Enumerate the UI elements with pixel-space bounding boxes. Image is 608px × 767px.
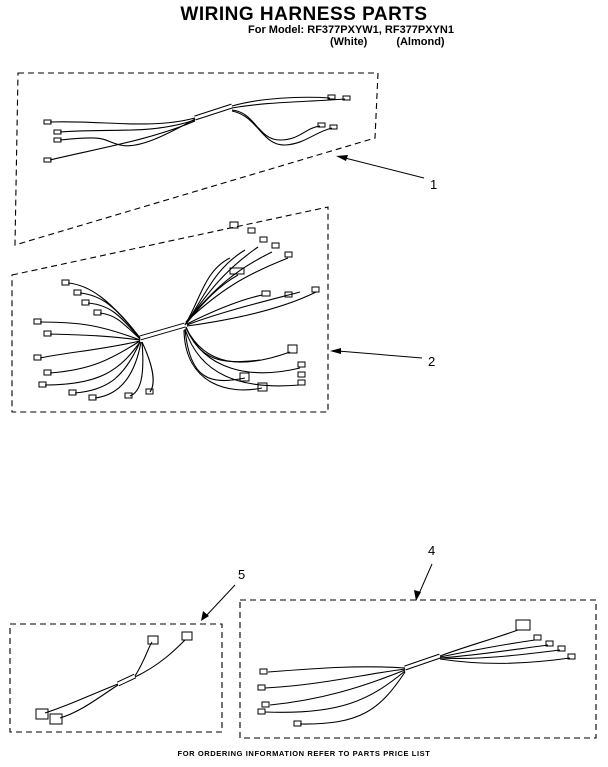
part-2-dashed-frame xyxy=(11,206,329,413)
variant-white: (White) xyxy=(330,36,368,48)
callout-5: 5 xyxy=(238,567,246,582)
variant-almond: (Almond) xyxy=(396,36,445,48)
part-1-harness[interactable] xyxy=(14,72,379,246)
callout-1: 1 xyxy=(430,177,438,192)
callout-leaders xyxy=(205,157,433,617)
page-title: WIRING HARNESS PARTS xyxy=(180,4,428,25)
part-5-dashed-frame xyxy=(9,623,223,733)
arrowhead-1 xyxy=(336,155,348,161)
part-1-dashed-frame xyxy=(14,72,379,246)
part-5-harness[interactable] xyxy=(9,623,223,733)
color-variants: (White) (Almond) xyxy=(330,36,445,48)
leader-line-1 xyxy=(344,157,425,179)
arrowhead-4 xyxy=(414,590,421,601)
leader-line-4 xyxy=(417,563,433,597)
part-4-dashed-frame xyxy=(239,599,597,739)
callout-4: 4 xyxy=(428,543,436,558)
callout-arrowheads xyxy=(201,155,421,621)
part-4-harness[interactable] xyxy=(239,599,597,739)
ordering-note: FOR ORDERING INFORMATION REFER TO PARTS … xyxy=(177,749,431,758)
arrowhead-5 xyxy=(201,611,209,621)
part-2-harness[interactable] xyxy=(11,206,329,413)
leader-line-2 xyxy=(337,350,423,359)
arrowhead-2 xyxy=(330,348,341,354)
leader-line-5 xyxy=(205,584,236,617)
callout-2: 2 xyxy=(428,354,436,369)
model-line: For Model: RF377PXYW1, RF377PXYN1 xyxy=(248,24,454,36)
